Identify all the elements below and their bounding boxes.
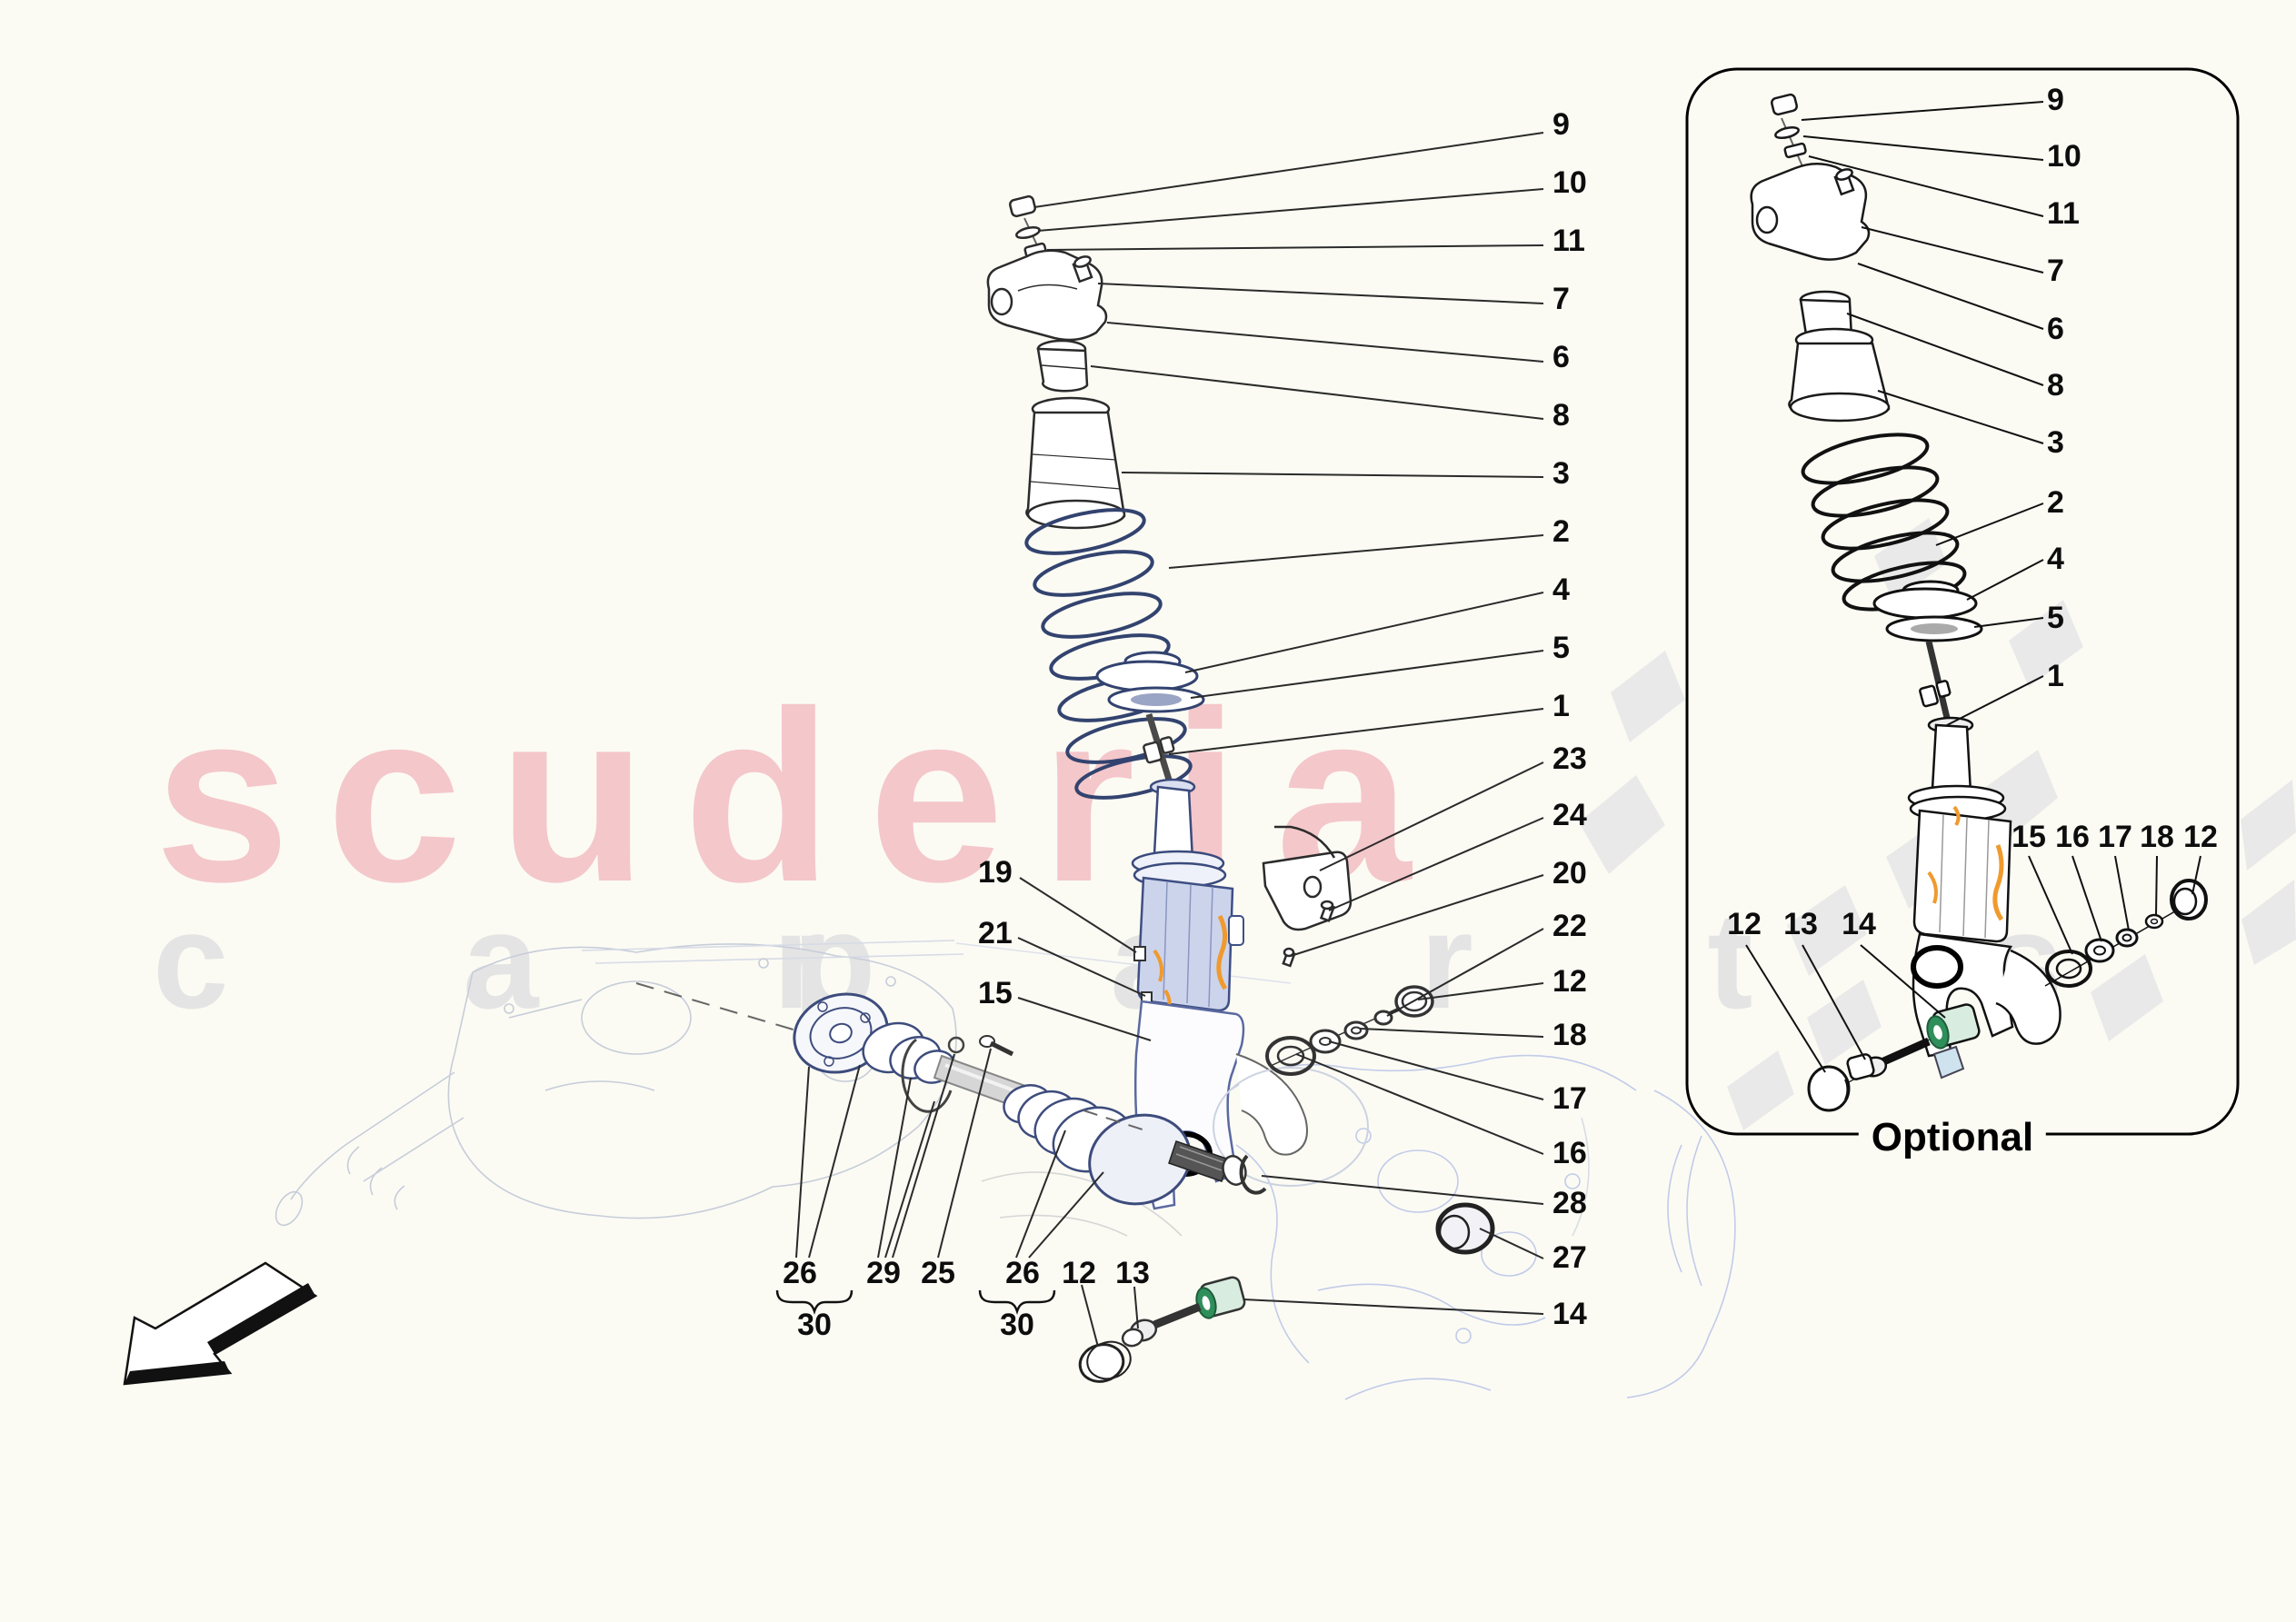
- callout-opt-3: 3: [2047, 425, 2064, 460]
- callout-20: 20: [1552, 856, 1587, 891]
- callout-opt-8: 8: [2047, 368, 2064, 403]
- knuckle-arm: [1235, 1053, 1308, 1156]
- callout-29: 29: [866, 1256, 901, 1290]
- strut-body: [1136, 876, 1234, 1012]
- strut-top-mount-parts: [986, 194, 1108, 393]
- lower-mount-parts-opt: [1807, 1003, 1981, 1112]
- callout-7: 7: [1552, 282, 1570, 316]
- callout-opt-13: 13: [1783, 907, 1818, 941]
- callout-opt-17: 17: [2098, 820, 2132, 854]
- bracket-part-23: [1262, 825, 1353, 968]
- bushing-part-14-opt: [1926, 1003, 1981, 1050]
- group-braces: [775, 1289, 1056, 1315]
- callout-30b: 30: [1000, 1308, 1034, 1342]
- callout-23: 23: [1552, 741, 1587, 776]
- lower-mount-parts-main: [1078, 1202, 1495, 1383]
- callout-opt-11: 11: [2047, 196, 2080, 231]
- washer-part-10-opt: [1774, 125, 1800, 140]
- callout-17: 17: [1552, 1081, 1587, 1116]
- optional-top-parts: [1750, 93, 1891, 423]
- callout-3: 3: [1552, 456, 1570, 491]
- callout-22: 22: [1552, 909, 1587, 943]
- callout-5: 5: [1552, 631, 1570, 665]
- callout-25: 25: [921, 1256, 955, 1290]
- washer-part-10: [1015, 225, 1041, 240]
- callout-opt-6: 6: [2047, 312, 2064, 346]
- callout-opt-10: 10: [2047, 139, 2081, 174]
- callout-28: 28: [1552, 1186, 1587, 1220]
- cap-part-9-opt: [1771, 93, 1798, 116]
- callout-opt-2: 2: [2047, 485, 2064, 520]
- callout-1: 1: [1552, 689, 1570, 723]
- snap-ring-part-28: [1239, 1154, 1267, 1195]
- callout-opt-5: 5: [2047, 601, 2064, 635]
- clevis-tip-opt: [1932, 1045, 1965, 1080]
- callout-opt-14: 14: [1842, 907, 1876, 941]
- leader-lines-optional: [1745, 101, 2201, 1073]
- bushing-part-14: [1195, 1276, 1246, 1319]
- callout-14: 14: [1552, 1297, 1587, 1331]
- callout-10: 10: [1552, 165, 1587, 200]
- callout-19: 19: [978, 855, 1013, 890]
- ring-part-16: [1265, 1036, 1316, 1076]
- callout-opt-4: 4: [2047, 542, 2064, 576]
- callout-opt-15: 15: [2011, 820, 2046, 854]
- callout-9: 9: [1552, 107, 1570, 142]
- sensor-wires-orange-opt: [1927, 805, 2004, 921]
- disc-part-12-opt: [1807, 1065, 1851, 1112]
- leader-lines-main: [795, 132, 1544, 1348]
- coil-spring-part-2-opt: [1801, 433, 1967, 612]
- spring-seat-parts-4-5: [1095, 651, 1205, 713]
- spring-seat-part-4: [1095, 660, 1199, 692]
- cap-part-9: [1009, 194, 1036, 218]
- callout-opt-1: 1: [2047, 659, 2064, 693]
- callout-opt-7: 7: [2047, 254, 2064, 288]
- callout-18: 18: [1552, 1018, 1587, 1052]
- direction-arrow: [123, 1261, 318, 1386]
- strut-body-opt: [1912, 809, 2012, 943]
- disc-part-12b: [1078, 1343, 1125, 1383]
- spline-shaft: [1168, 1140, 1230, 1182]
- drive-shaft-assembly: [635, 982, 1267, 1206]
- bolt-13-head: [1121, 1328, 1144, 1348]
- washer-row-opt: [2044, 879, 2208, 988]
- bolt-13-opt-head: [1846, 1053, 1875, 1080]
- differential-sketch: [275, 940, 1292, 1227]
- bump-stop-part-8: [1036, 347, 1089, 393]
- bolt-part-22: [1373, 1010, 1393, 1026]
- fork-ring-opt: [1911, 945, 1963, 989]
- callout-27: 27: [1552, 1240, 1587, 1275]
- callout-opt-9: 9: [2047, 83, 2064, 117]
- callout-26b: 26: [1005, 1256, 1040, 1290]
- callout-24: 24: [1552, 798, 1587, 832]
- callout-26a: 26: [783, 1256, 817, 1290]
- callout-2: 2: [1552, 514, 1570, 549]
- circlip-part-29: [901, 1038, 953, 1113]
- cv-joint-housing-part-26b: [1088, 1113, 1192, 1206]
- callout-21: 21: [978, 916, 1013, 950]
- optional-box-label: Optional: [1858, 1115, 2047, 1160]
- callout-12b: 12: [1062, 1256, 1096, 1290]
- seat-part-4-opt: [1872, 587, 1978, 620]
- callout-11: 11: [1552, 224, 1585, 258]
- dust-cover-part-3: [1025, 396, 1126, 530]
- callout-16: 16: [1552, 1136, 1587, 1170]
- clip-part-29b: [947, 1036, 965, 1054]
- clip-part-11-opt: [1783, 142, 1807, 159]
- callout-4: 4: [1552, 572, 1570, 607]
- callout-opt-16: 16: [2055, 820, 2090, 854]
- callout-opt-12b: 12: [1727, 907, 1762, 941]
- callout-6: 6: [1552, 340, 1570, 374]
- callout-opt-12: 12: [2183, 820, 2218, 854]
- callout-12: 12: [1552, 964, 1587, 999]
- callout-30a: 30: [797, 1308, 832, 1342]
- callout-13b: 13: [1115, 1256, 1150, 1290]
- callout-opt-18: 18: [2140, 820, 2174, 854]
- ring-part-15-opt: [2045, 950, 2092, 988]
- knuckle-arm-opt: [1995, 949, 2061, 1045]
- callout-15: 15: [978, 976, 1013, 1010]
- callout-8: 8: [1552, 398, 1570, 433]
